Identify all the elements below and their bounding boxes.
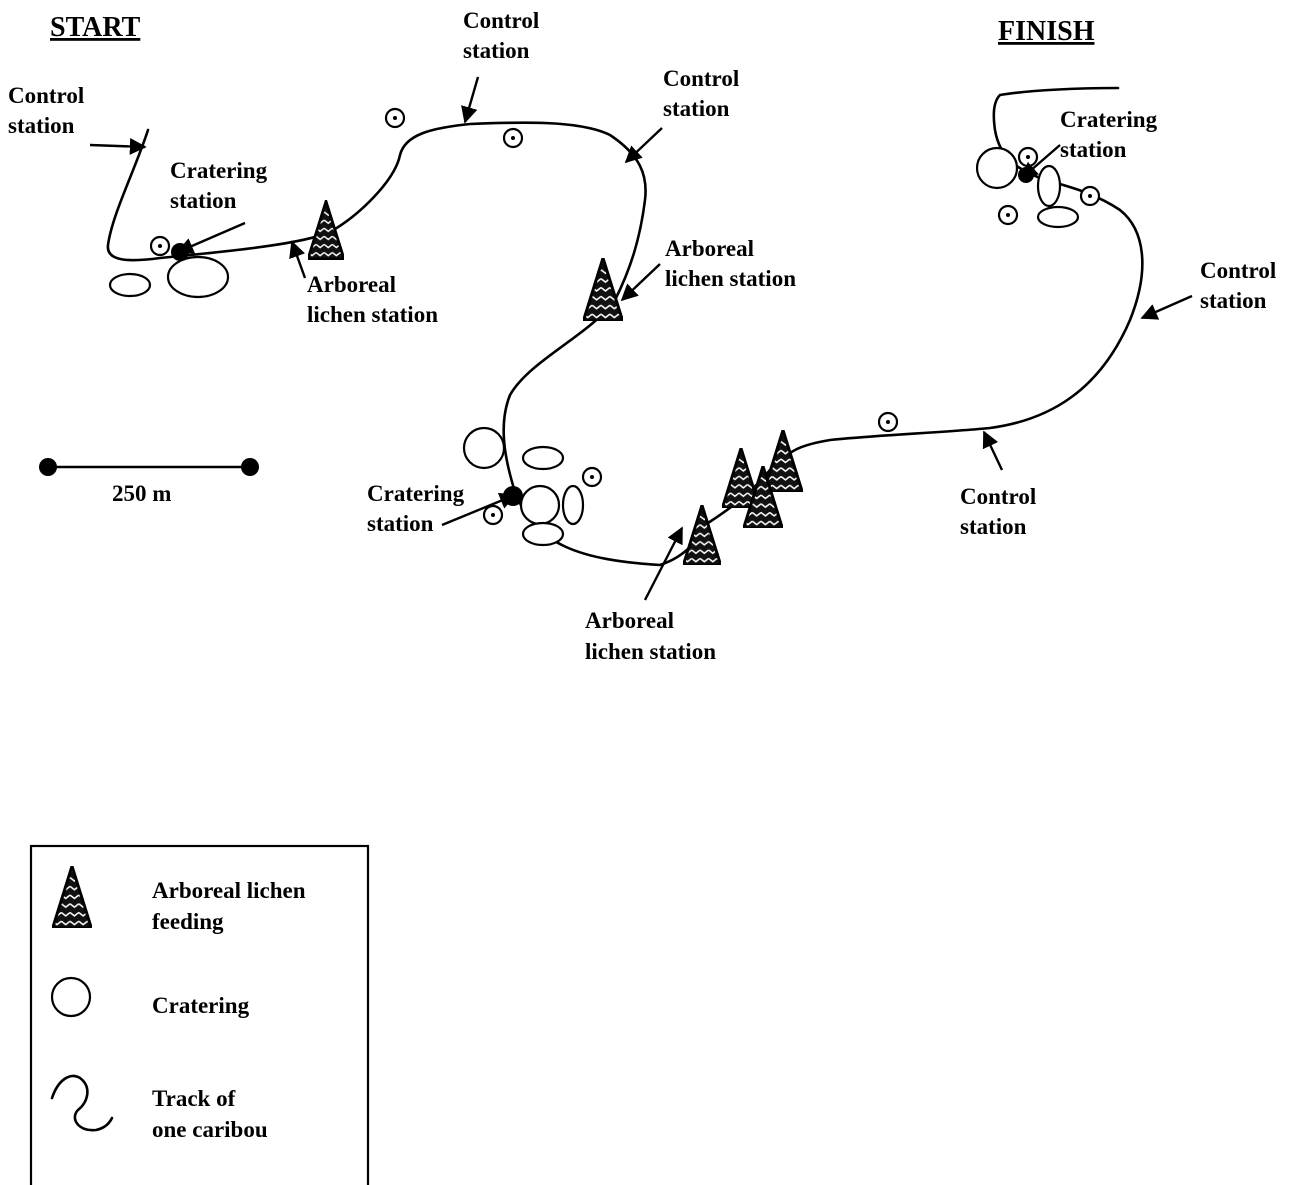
arboreal-station-label: Arboreal (307, 272, 396, 297)
legend-track-label: one caribou (152, 1117, 268, 1142)
cratering-station-label: Cratering (367, 481, 465, 506)
small-crater-marks (149, 107, 1101, 526)
cratering-station-label: Cratering (170, 158, 268, 183)
arboreal-station-label: lichen station (307, 302, 438, 327)
scale-bar: 250 m (39, 458, 259, 506)
control-station-label: station (663, 96, 730, 121)
legend-cratering-icon (50, 976, 92, 1018)
legend: Arboreal lichen feeding Cratering Track … (29, 844, 370, 1185)
cratering-station-label: Cratering (1060, 107, 1158, 132)
control-station-label: Control (463, 8, 539, 33)
cratering-station-label: station (367, 511, 434, 536)
arboreal-station-label: Arboreal (585, 608, 674, 633)
arboreal-station-label: lichen station (665, 266, 796, 291)
legend-track-label: Track of (152, 1086, 236, 1111)
finish-heading: FINISH (998, 16, 1095, 47)
legend-track-icon (50, 1074, 114, 1132)
legend-arboreal-label: feeding (152, 909, 224, 934)
scale-label: 250 m (112, 481, 171, 506)
control-station-label: station (8, 113, 75, 138)
control-station-label: Control (1200, 258, 1276, 283)
cratering-station-label: station (1060, 137, 1127, 162)
legend-arboreal-label: Arboreal lichen (152, 878, 306, 903)
control-station-label: Control (8, 83, 84, 108)
arboreal-station-label: Arboreal (665, 236, 754, 261)
control-station-label: station (960, 514, 1027, 539)
arboreal-station-label: lichen station (585, 639, 716, 664)
station-labels: Control station Cratering station Arbore… (8, 8, 1276, 664)
control-station-label: station (1200, 288, 1267, 313)
start-heading: START (50, 12, 141, 43)
cratering-patches (108, 146, 1080, 547)
control-station-label: station (463, 38, 530, 63)
cratering-station-label: station (170, 188, 237, 213)
control-station-label: Control (960, 484, 1036, 509)
station-arrows (89, 76, 1193, 601)
legend-cratering-label: Cratering (152, 993, 250, 1018)
control-station-label: Control (663, 66, 739, 91)
